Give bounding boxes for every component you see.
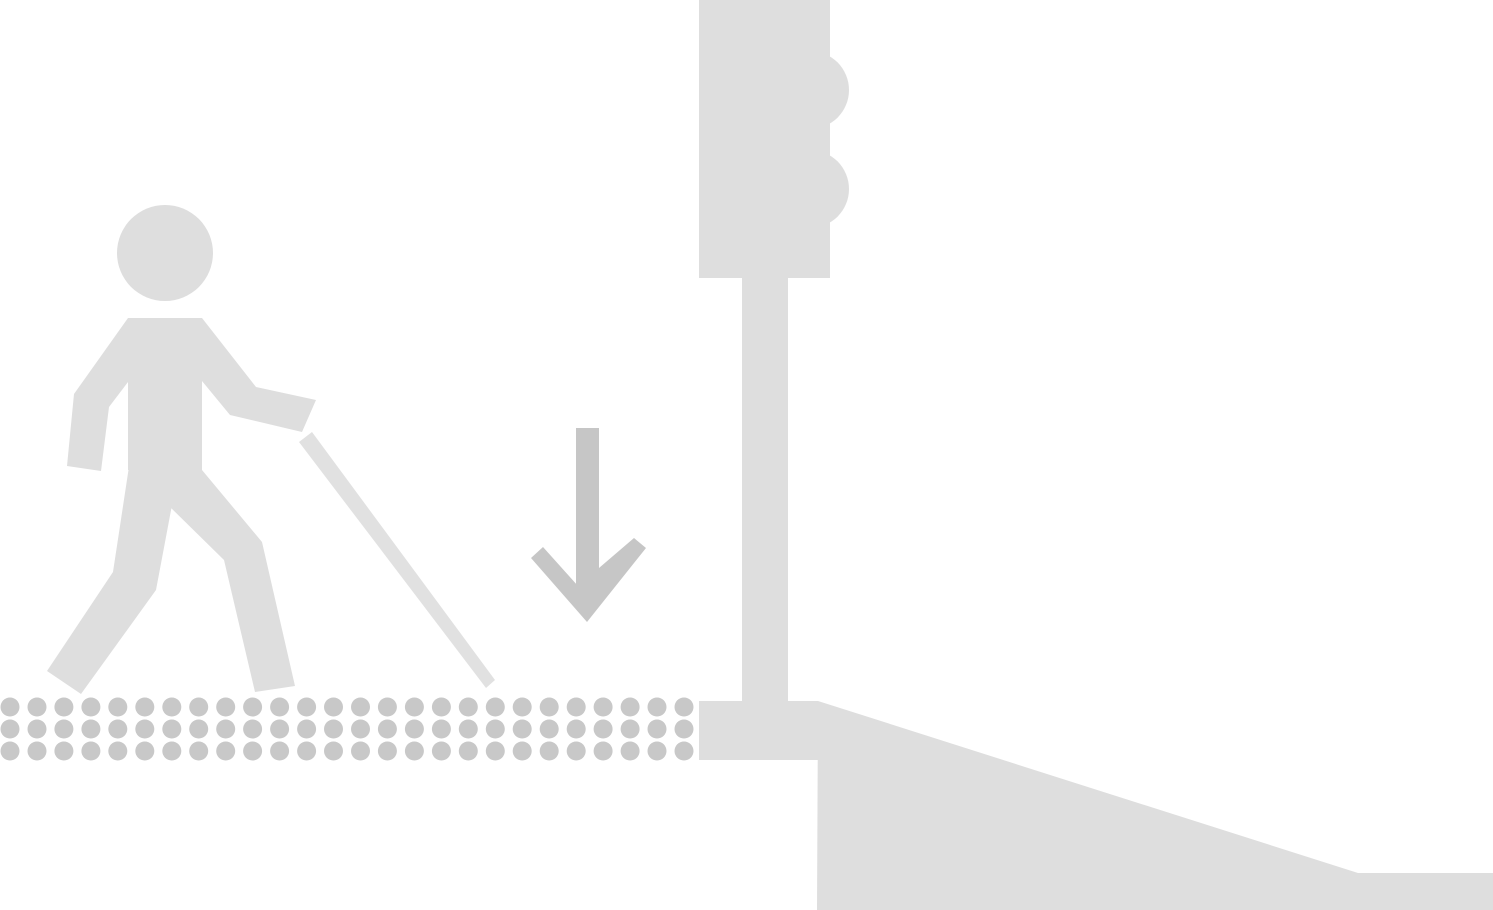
tactile-dot (620, 697, 640, 717)
tactile-dot (674, 719, 694, 739)
tactile-dot (512, 719, 532, 739)
tactile-dot (620, 719, 640, 739)
tactile-dot (593, 697, 613, 717)
tactile-dot (27, 719, 47, 739)
tactile-dot (243, 719, 263, 739)
tactile-dot (189, 741, 209, 761)
tactile-dot (485, 741, 505, 761)
tactile-dot (297, 741, 317, 761)
tactile-dot (27, 741, 47, 761)
tactile-dot (458, 719, 478, 739)
tactile-dot (189, 719, 209, 739)
tactile-dot (81, 697, 101, 717)
tactile-dot (135, 697, 155, 717)
tactile-dot (162, 719, 182, 739)
tactile-dot (297, 697, 317, 717)
tactile-dot (243, 741, 263, 761)
traffic-light-icon (699, 0, 849, 704)
tactile-dot (404, 697, 424, 717)
tactile-dot (566, 719, 586, 739)
tactile-dot (593, 741, 613, 761)
tactile-dot (485, 697, 505, 717)
tactile-dot (216, 741, 236, 761)
tactile-dot (404, 719, 424, 739)
tactile-dot (539, 719, 559, 739)
tactile-dot (243, 697, 263, 717)
tactile-warning-dots (0, 697, 694, 761)
signal-pole (742, 276, 788, 704)
tactile-dot (431, 697, 451, 717)
tactile-dot (485, 719, 505, 739)
tactile-dot (647, 741, 667, 761)
tactile-dot (324, 741, 343, 761)
tactile-dot (512, 741, 532, 761)
tactile-dot (135, 741, 155, 761)
tactile-dot (377, 719, 397, 739)
tactile-dot (674, 697, 694, 717)
pedestrian-with-white-cane-icon (47, 205, 316, 694)
pedestrian-torso (128, 318, 202, 470)
tactile-dot (27, 697, 47, 717)
tactile-dot (620, 741, 640, 761)
tactile-dot (189, 697, 209, 717)
tactile-dot (377, 741, 397, 761)
tactile-dot (0, 719, 20, 739)
tactile-dot (216, 719, 236, 739)
tactile-dot (351, 719, 370, 739)
tactile-dot (458, 741, 478, 761)
pedestrian-back-arm (67, 318, 128, 471)
arrow-head (531, 538, 646, 622)
tactile-dot (351, 697, 370, 717)
tactile-dot (539, 697, 559, 717)
tactile-dot (566, 697, 586, 717)
tactile-dot (0, 697, 20, 717)
tactile-dot (674, 741, 694, 761)
tactile-dot (270, 741, 290, 761)
pedestrian-head (117, 205, 213, 301)
tactile-dot (81, 741, 101, 761)
tactile-dot (54, 741, 74, 761)
tactile-dot (324, 719, 343, 739)
tactile-dot (108, 719, 128, 739)
signal-housing (699, 0, 830, 278)
signal-lamp-upper (771, 51, 849, 129)
tactile-dot (351, 741, 370, 761)
tactile-dot (162, 697, 182, 717)
tactile-dot (324, 697, 343, 717)
tactile-dot (647, 719, 667, 739)
arrow-shaft (576, 428, 599, 588)
tactile-dot (54, 697, 74, 717)
tactile-dot (647, 697, 667, 717)
tactile-dot (458, 697, 478, 717)
tactile-dot (377, 697, 397, 717)
tactile-dot (297, 719, 317, 739)
tactile-dot (108, 697, 128, 717)
tactile-dot (216, 697, 236, 717)
curb-top (699, 701, 818, 760)
arrow-down-icon (531, 428, 646, 622)
tactile-dot (566, 741, 586, 761)
tactile-dot (512, 697, 532, 717)
tactile-dot (108, 741, 128, 761)
tactile-dot (593, 719, 613, 739)
tactile-dot (431, 719, 451, 739)
tactile-dot (431, 741, 451, 761)
curb-ramp (699, 701, 1493, 910)
tactile-dot (404, 741, 424, 761)
ramp-slope (817, 701, 1493, 910)
tactile-dot (135, 719, 155, 739)
tactile-dot (270, 697, 290, 717)
white-cane (299, 432, 495, 688)
tactile-dot (81, 719, 101, 739)
pedestrian-front-arm (202, 318, 316, 432)
tactile-dot (270, 719, 290, 739)
pedestrian-front-leg (168, 460, 295, 692)
tactile-dot (162, 741, 182, 761)
tactile-dot (539, 741, 559, 761)
tactile-dot (0, 741, 20, 761)
tactile-dot (54, 719, 74, 739)
signal-lamp-lower (771, 150, 849, 228)
pedestrian-back-leg (47, 460, 172, 694)
